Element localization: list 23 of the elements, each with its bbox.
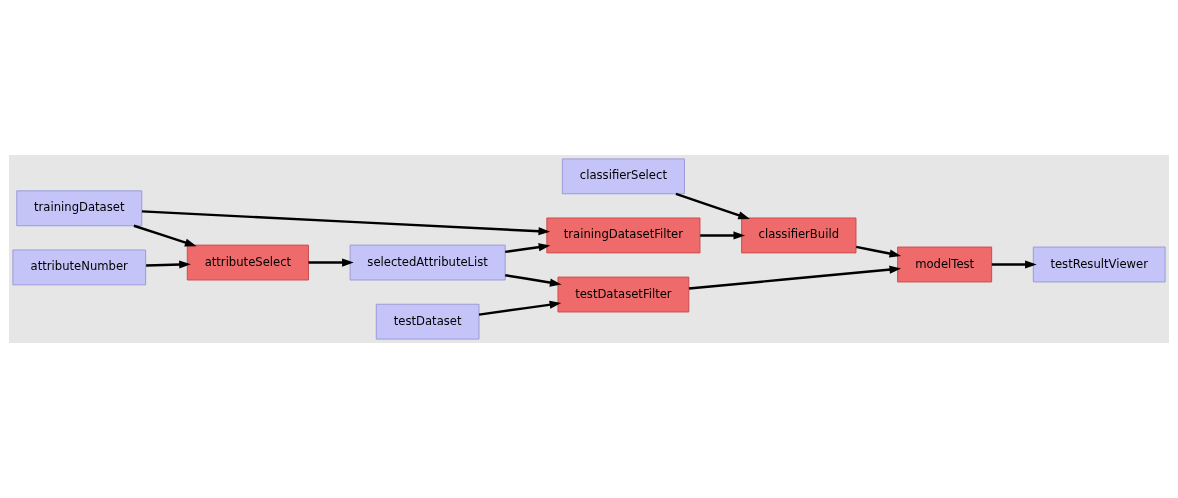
node-box: testDatasetFilter: [557, 276, 690, 313]
arrow: [141, 210, 551, 236]
arrow: [478, 300, 562, 316]
arrow: [505, 243, 551, 254]
arrow: [133, 224, 197, 247]
node-box: classifierBuild: [741, 217, 857, 254]
arrow: [146, 260, 191, 269]
node-box: attributeSelect: [186, 244, 309, 281]
node-box: modelTest: [897, 246, 993, 283]
node-box: trainingDataset: [16, 190, 143, 227]
node-box: trainingDatasetFilter: [546, 217, 701, 254]
node-box: testResultViewer: [1032, 246, 1166, 283]
arrow: [991, 260, 1037, 269]
arrow: [675, 192, 750, 220]
node-box: selectedAttributeList: [349, 244, 506, 281]
node-box: attributeNumber: [12, 249, 147, 286]
node-box: testDataset: [375, 303, 480, 340]
arrow: [505, 274, 562, 287]
arrow: [856, 245, 902, 258]
arrow: [308, 258, 354, 267]
arrow: [700, 231, 746, 240]
node-box: classifierSelect: [561, 158, 685, 195]
arrow: [688, 265, 902, 290]
